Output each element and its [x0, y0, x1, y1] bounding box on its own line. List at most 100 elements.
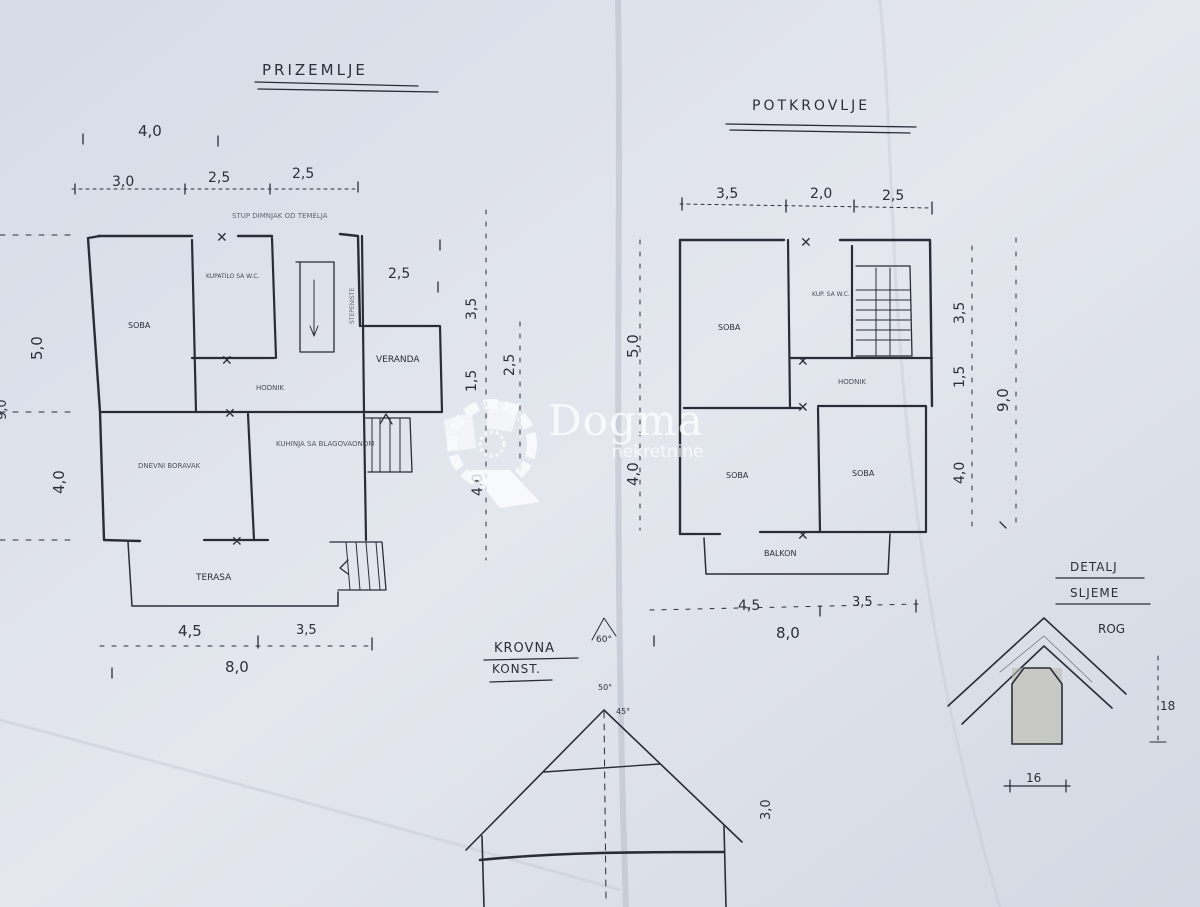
opening-mark: ✕ [797, 400, 809, 416]
ridge-width: 16 [1026, 771, 1041, 785]
paper-fold [615, 0, 629, 907]
dim-bottom-overall: 8,0 [776, 624, 800, 642]
ground-floor-plan: PRIZEMLJE 4,0 3,0 2,5 2,5 STUP DIMNJAK O… [0, 61, 521, 679]
angle-apex: 45° [616, 707, 630, 716]
title-underline [254, 81, 419, 87]
title-underline [729, 129, 911, 134]
room-balkon: BALKON [764, 549, 797, 558]
roof-title-1: KROVNA [494, 641, 555, 656]
opening-mark: ✕ [231, 534, 243, 550]
dim-left-top: 5,0 [28, 336, 46, 360]
room-soba2: SOBA [726, 471, 749, 480]
attic-title: POTKROVLJE [752, 98, 870, 114]
ridge-detail: DETALJ SLJEME ROG 18 16 [947, 560, 1175, 793]
roof-tie-beam [478, 850, 726, 862]
dim-right-b: 1,5 [464, 370, 480, 392]
room-hodnik: HODNIK [838, 378, 866, 386]
wall-soba-east [786, 238, 792, 410]
opening-mark: ✕ [800, 235, 812, 251]
ground-floor-title: PRIZEMLJE [262, 61, 368, 79]
attic-plan: POTKROVLJE 3,5 2,0 2,5 5,0 4,0 [624, 98, 1017, 647]
paper-crease [0, 718, 621, 892]
dim-right-veranda: 2,5 [388, 266, 410, 282]
wall-north-east [338, 232, 362, 328]
angle-mid: 50° [598, 683, 612, 692]
dim-bottom-a: 4,5 [738, 598, 760, 614]
dim-bottom-overall: 8,0 [225, 658, 249, 676]
wall-stair-east [360, 234, 366, 414]
dim-top-a: 3,5 [716, 186, 738, 202]
wall-north-east [838, 238, 934, 408]
room-kuhinja: KUHINJA SA BLAGOVAONOM [276, 440, 374, 448]
dim-left-edge: 9,0 [0, 399, 10, 420]
ridge-title-2: SLJEME [1070, 586, 1119, 600]
dim-right-overall: 9,0 [994, 388, 1012, 412]
ridge-title-1: DETALJ [1070, 560, 1118, 574]
wall-kitchen-east [362, 412, 368, 542]
dim-top-b: 2,5 [208, 170, 230, 186]
dim-top-c: 2,5 [882, 188, 904, 204]
roof-construction: KROVNA KONST. 60° 50° 45° 3,0 [465, 617, 774, 907]
dim-top-c: 2,5 [292, 166, 314, 182]
wall-veranda [98, 324, 444, 414]
room-veranda: VERANDA [376, 355, 420, 365]
room-stairs: STEPENIŠTE [349, 288, 356, 324]
stair-outline [295, 261, 335, 353]
dim-right-a: 3,5 [464, 298, 480, 320]
note-chimney: STUP DIMNJAK OD TEMELJA [232, 212, 328, 220]
balcony-outline [703, 533, 891, 575]
room-hodnik: HODNIK [256, 384, 284, 392]
title-underline [725, 123, 917, 128]
wall-kitchen-west [246, 412, 256, 542]
dim-bottom-a: 4,5 [178, 622, 202, 640]
room-soba: SOBA [128, 321, 151, 330]
opening-mark: ✕ [797, 528, 809, 544]
ridge-label-rog: ROG [1098, 622, 1125, 636]
room-dnevni: DNEVNI BORAVAK [138, 462, 201, 470]
dim-left-bottom: 4,0 [50, 470, 68, 494]
dim-top-overall: 4,0 [138, 122, 162, 140]
ridge-beam [1011, 667, 1063, 745]
room-terasa: TERASA [195, 573, 232, 583]
room-soba3: SOBA [852, 469, 875, 478]
watermark-brand: Dogma [548, 396, 704, 445]
wall-soba-east [190, 238, 198, 414]
opening-mark: ✕ [224, 406, 236, 422]
dim-line-top [679, 203, 933, 209]
attic-stairs [855, 265, 913, 357]
dim-right-a: 3,5 [952, 302, 968, 324]
watermark-logo-icon [444, 399, 540, 508]
opening-mark: ✕ [797, 354, 809, 370]
title-underline [257, 88, 439, 93]
wall-soba2-east [816, 406, 822, 534]
stair-south [329, 541, 387, 591]
room-kupatilo: KUPATILO SA W.C. [206, 273, 260, 280]
room-kupatilo: KUP. SA W.C. [812, 291, 850, 298]
roof-height: 3,0 [759, 799, 774, 820]
dim-left-top: 5,0 [624, 334, 642, 358]
dim-right-c: 4,0 [952, 462, 968, 484]
ridge-beam-fill [1012, 668, 1062, 744]
opening-mark: ✕ [221, 353, 233, 369]
wall-bath-east [270, 236, 278, 360]
roof-collar-beam [543, 763, 661, 773]
opening-mark: ✕ [216, 230, 228, 246]
paper-crease [878, 0, 1002, 907]
dim-bottom-b: 3,5 [852, 595, 873, 610]
room-soba1: SOBA [718, 323, 741, 332]
roof-rafters [465, 709, 743, 851]
wall-soba3 [816, 404, 928, 534]
rafter-inner [961, 645, 1113, 725]
dim-top-b: 2,0 [810, 186, 832, 202]
dim-right-b: 1,5 [952, 366, 968, 388]
dim-left-bottom: 4,0 [624, 462, 642, 486]
dim-line-bottom [649, 603, 921, 611]
angle-top: 60° [596, 635, 612, 645]
dim-bottom-b: 3,5 [296, 623, 317, 638]
dim-top-a: 3,0 [112, 174, 134, 190]
dim-right-c: 2,5 [502, 354, 518, 376]
ridge-height: 18 [1160, 699, 1175, 713]
